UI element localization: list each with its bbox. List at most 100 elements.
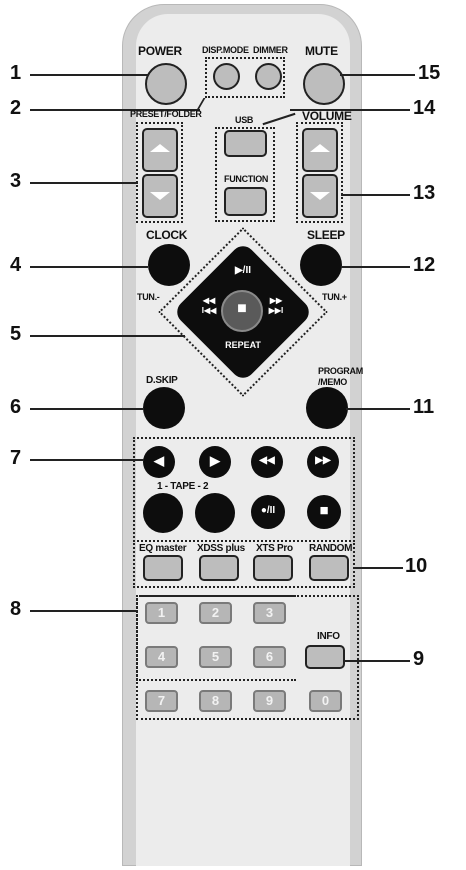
tape-play-right-icon: ▶ bbox=[210, 453, 220, 468]
tape-2-button[interactable] bbox=[195, 493, 235, 533]
rewind-button[interactable] bbox=[251, 446, 283, 478]
volume-up-button[interactable] bbox=[302, 128, 338, 172]
leader-12 bbox=[341, 266, 410, 268]
stop-icon: ■ bbox=[237, 300, 247, 317]
clock-button[interactable] bbox=[148, 244, 190, 286]
power-label: POWER bbox=[138, 44, 182, 58]
usb-label: USB bbox=[235, 115, 254, 125]
dimmer-label: DIMMER bbox=[253, 45, 288, 55]
program-label-1: PROGRAM bbox=[318, 366, 363, 376]
callout-8: 8 bbox=[10, 598, 22, 620]
program-memo-button[interactable] bbox=[306, 387, 348, 429]
skip-forward-icon[interactable]: ▶▶ bbox=[269, 296, 283, 305]
callout-7: 7 bbox=[10, 447, 22, 469]
skip-forward-bottom-icon: ▶▶I bbox=[268, 306, 284, 315]
disp-mode-label: DISP.MODE bbox=[202, 45, 249, 55]
leader-2 bbox=[30, 109, 200, 111]
power-button[interactable] bbox=[145, 63, 187, 105]
xdss-plus-button[interactable] bbox=[199, 555, 239, 581]
skip-back-bottom-icon: I◀◀ bbox=[201, 306, 217, 315]
leader-6 bbox=[30, 408, 144, 410]
tape-stop-button[interactable] bbox=[307, 495, 341, 529]
chevron-down-icon bbox=[150, 192, 170, 200]
usb-button[interactable] bbox=[224, 130, 267, 157]
callout-11: 11 bbox=[413, 396, 435, 418]
callout-10: 10 bbox=[405, 555, 428, 577]
dskip-label: D.SKIP bbox=[146, 375, 178, 386]
tun-plus-label: TUN.+ bbox=[322, 292, 347, 302]
preset-group-frame bbox=[136, 122, 183, 223]
volume-group-frame bbox=[296, 122, 343, 223]
xdss-plus-label: XDSS plus bbox=[197, 543, 245, 554]
chevron-down-icon bbox=[310, 192, 330, 200]
number-key-8[interactable]: 8 bbox=[199, 690, 232, 712]
dimmer-button[interactable] bbox=[255, 63, 282, 90]
dskip-button[interactable] bbox=[143, 387, 185, 429]
clock-label: CLOCK bbox=[146, 228, 188, 242]
tun-minus-label: TUN.- bbox=[137, 292, 160, 302]
number-key-9[interactable]: 9 bbox=[253, 690, 286, 712]
usb-function-group-frame bbox=[215, 127, 275, 222]
number-key-3[interactable]: 3 bbox=[253, 602, 286, 624]
tape-1-button[interactable] bbox=[143, 493, 183, 533]
number-key-0[interactable]: 0 bbox=[309, 690, 342, 712]
number-key-4[interactable]: 4 bbox=[145, 646, 178, 668]
tape-play-right-button[interactable] bbox=[199, 446, 231, 478]
random-label: RANDOM bbox=[309, 543, 353, 554]
callout-9: 9 bbox=[413, 648, 425, 670]
preset-down-button[interactable] bbox=[142, 174, 178, 218]
fast-forward-button[interactable] bbox=[307, 446, 339, 478]
xts-pro-button[interactable] bbox=[253, 555, 293, 581]
tape-play-left-button[interactable] bbox=[143, 446, 175, 478]
number-key-1[interactable]: 1 bbox=[145, 602, 178, 624]
leader-5 bbox=[30, 335, 185, 337]
sound-group-frame bbox=[133, 540, 355, 588]
sleep-button[interactable] bbox=[300, 244, 342, 286]
info-label: INFO bbox=[317, 631, 340, 642]
number-key-6[interactable]: 6 bbox=[253, 646, 286, 668]
stop-button[interactable] bbox=[221, 290, 263, 332]
leader-10 bbox=[353, 567, 403, 569]
callout-14: 14 bbox=[413, 97, 436, 119]
number-key-7[interactable]: 7 bbox=[145, 690, 178, 712]
function-label: FUNCTION bbox=[224, 174, 269, 184]
eq-master-button[interactable] bbox=[143, 555, 183, 581]
number-key-2[interactable]: 2 bbox=[199, 602, 232, 624]
skip-back-icon[interactable]: ◀◀ bbox=[202, 296, 216, 305]
repeat-button[interactable]: REPEAT bbox=[225, 340, 261, 350]
preset-folder-label: PRESET/FOLDER bbox=[130, 109, 202, 119]
leader-7 bbox=[30, 459, 144, 461]
leader-9 bbox=[343, 660, 410, 662]
program-label-2: /MEMO bbox=[318, 377, 347, 387]
tape-stop-icon: ■ bbox=[319, 502, 329, 519]
record-pause-button[interactable] bbox=[251, 495, 285, 529]
mute-label: MUTE bbox=[305, 44, 338, 58]
chevron-up-icon bbox=[150, 144, 170, 152]
chevron-up-icon bbox=[310, 144, 330, 152]
function-button[interactable] bbox=[224, 187, 267, 216]
tape-label: 1 - TAPE - 2 bbox=[157, 481, 209, 492]
leader-8 bbox=[30, 610, 138, 612]
number-key-5[interactable]: 5 bbox=[199, 646, 232, 668]
rewind-icon: ◀◀ bbox=[259, 455, 275, 466]
record-pause-icon: ●/II bbox=[260, 505, 276, 516]
leader-1 bbox=[30, 74, 148, 76]
leader-14 bbox=[290, 109, 410, 111]
mute-button[interactable] bbox=[303, 63, 345, 105]
info-button[interactable] bbox=[305, 645, 345, 669]
leader-4 bbox=[30, 266, 148, 268]
leader-3 bbox=[30, 182, 138, 184]
leader-11 bbox=[346, 408, 410, 410]
play-pause-icon[interactable]: ▶/II bbox=[234, 265, 252, 276]
fast-forward-icon: ▶▶ bbox=[315, 455, 331, 466]
sleep-label: SLEEP bbox=[307, 228, 345, 242]
callout-13: 13 bbox=[413, 182, 436, 204]
disp-mode-button[interactable] bbox=[213, 63, 240, 90]
preset-up-button[interactable] bbox=[142, 128, 178, 172]
volume-down-button[interactable] bbox=[302, 174, 338, 218]
callout-12: 12 bbox=[413, 254, 436, 276]
callout-15: 15 bbox=[418, 62, 441, 84]
random-button[interactable] bbox=[309, 555, 349, 581]
callout-6: 6 bbox=[10, 396, 22, 418]
eq-master-label: EQ master bbox=[139, 543, 187, 554]
